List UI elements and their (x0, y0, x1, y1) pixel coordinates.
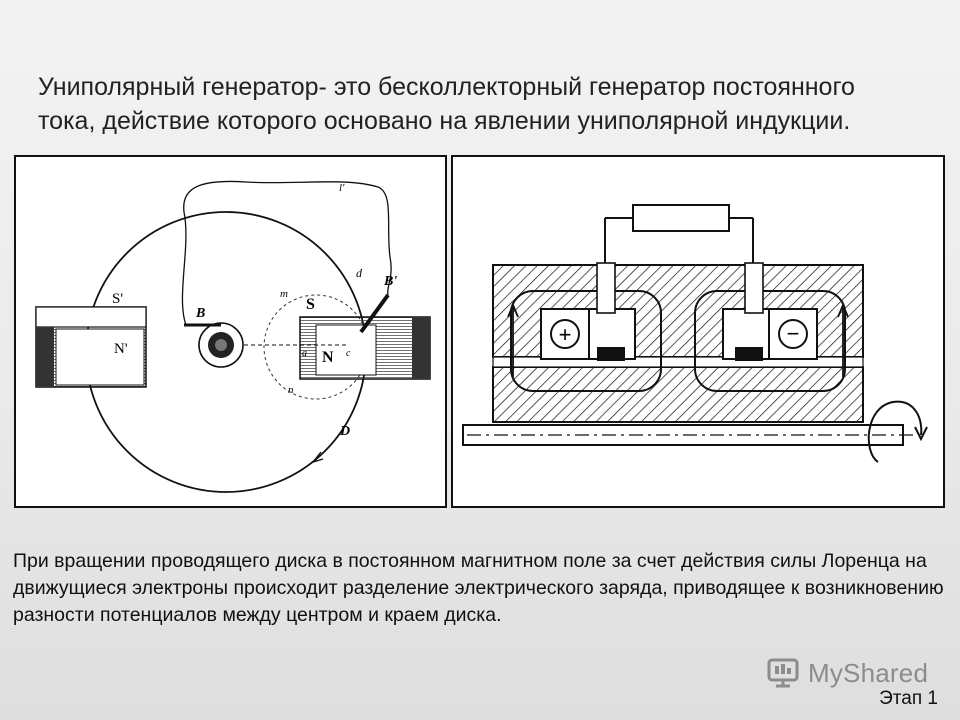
label-b-prime: B' (383, 274, 397, 289)
label-n-small: n (288, 384, 294, 396)
stage-label: Этап 1 (879, 688, 938, 709)
generator-schematic-figure: + − (451, 155, 945, 508)
label-n-prime: N' (114, 341, 128, 357)
label-s-prime: S' (112, 291, 123, 307)
label-a: a (302, 348, 307, 359)
label-s: S (306, 296, 315, 313)
resistor (632, 204, 730, 232)
label-b: B (195, 306, 205, 321)
slide-title: Униполярный генератор- это бесколлекторн… (38, 73, 855, 135)
myshared-watermark: MyShared (766, 656, 928, 690)
right-magnet (299, 316, 431, 380)
watermark-text: MyShared (808, 657, 929, 688)
rotation-arrow-icon (311, 451, 324, 464)
label-n: N (322, 349, 334, 366)
load-wires (604, 217, 754, 307)
description-paragraph: При вращении проводящего диска в постоян… (13, 550, 944, 626)
plus-terminal-icon (550, 319, 580, 349)
label-d-big: D (339, 424, 350, 439)
minus-symbol: − (787, 321, 800, 346)
label-l-prime: l' (339, 182, 345, 194)
rotating-disk (492, 356, 864, 368)
myshared-logo-icon (767, 658, 799, 688)
brush-b-prime (359, 293, 390, 334)
lower-magnet-housing (492, 366, 864, 423)
left-brush-assembly: + (540, 262, 636, 361)
label-m: m (280, 288, 288, 300)
left-magnet (35, 306, 147, 388)
minus-terminal-icon (778, 319, 808, 349)
rotation-arrowhead-icon (914, 426, 928, 442)
generator-schematic-drawing: + − (462, 204, 928, 463)
rotation-arrow-icon (867, 400, 923, 463)
right-flux-arrow-icon (837, 302, 849, 377)
right-field-loop (694, 290, 846, 392)
faraday-disk-figure: S' N' S N B B' d D m n a c l' (14, 155, 447, 508)
right-brush-assembly: − (722, 262, 818, 361)
plus-symbol: + (559, 322, 572, 347)
label-c: c (346, 348, 351, 359)
left-field-loop (510, 290, 662, 392)
label-d-small: d (356, 266, 363, 280)
disk-axle (198, 322, 244, 368)
faraday-disk-drawing: S' N' S N B B' d D m n a c l' (35, 180, 431, 493)
left-flux-arrow-icon (507, 302, 519, 377)
connecting-wire (181, 180, 392, 326)
